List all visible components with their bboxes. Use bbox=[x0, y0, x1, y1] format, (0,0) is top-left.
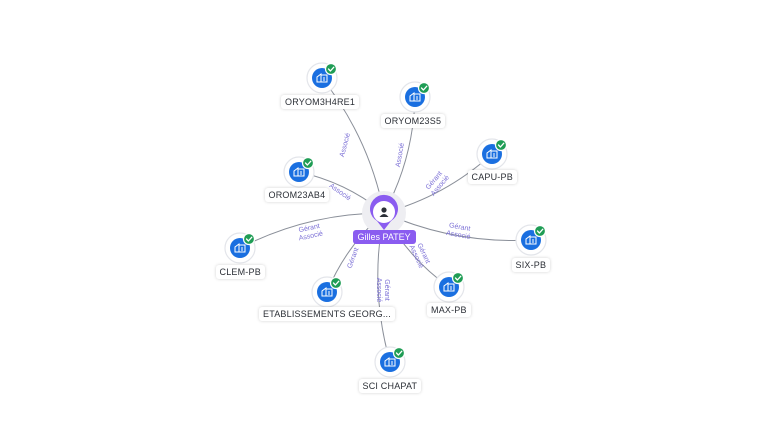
person-node[interactable] bbox=[362, 191, 406, 235]
edge-relation-text: Gérant bbox=[383, 279, 390, 300]
company-node-oryom23s5[interactable] bbox=[399, 81, 431, 113]
check-icon bbox=[301, 156, 315, 170]
building-icon bbox=[525, 235, 537, 245]
edge-label-oryom3h4re1: Associé bbox=[339, 132, 352, 158]
check-icon bbox=[392, 346, 406, 360]
node-label-capu-pb[interactable]: CAPU-PB bbox=[467, 170, 517, 184]
building-icon bbox=[321, 287, 333, 297]
node-label-orom23ab4[interactable]: OROM23AB4 bbox=[264, 188, 330, 202]
edge-relation-text: Gérant bbox=[347, 247, 361, 270]
check-icon bbox=[533, 224, 547, 238]
building-icon bbox=[293, 167, 305, 177]
company-node-capu-pb[interactable] bbox=[476, 138, 508, 170]
company-node-six-pb[interactable] bbox=[515, 224, 547, 256]
check-icon bbox=[417, 81, 431, 95]
company-node-orom23ab4[interactable] bbox=[283, 156, 315, 188]
edge-relation-text: Associé bbox=[446, 230, 471, 241]
company-node-max-pb[interactable] bbox=[433, 271, 465, 303]
check-icon bbox=[324, 62, 338, 76]
building-icon bbox=[443, 282, 455, 292]
company-node-sci-chapat[interactable] bbox=[374, 346, 406, 378]
edge-relation-text: Associé bbox=[395, 142, 406, 167]
check-icon bbox=[494, 138, 508, 152]
edge-relation-text: Gérant bbox=[448, 222, 470, 233]
node-label-etablissements[interactable]: ETABLISSEMENTS GEORG... bbox=[259, 307, 395, 321]
check-icon bbox=[242, 232, 256, 246]
edge-relation-text: Associé bbox=[375, 278, 382, 303]
node-label-max-pb[interactable]: MAX-PB bbox=[427, 303, 471, 317]
node-label-oryom3h4re1[interactable]: ORYOM3H4RE1 bbox=[281, 95, 360, 109]
building-icon bbox=[384, 357, 396, 367]
node-label-clem-pb[interactable]: CLEM-PB bbox=[215, 265, 265, 279]
edge-label-etablissements: Gérant bbox=[347, 247, 361, 270]
edge-relation-text: Associé bbox=[339, 132, 352, 158]
person-icon bbox=[379, 207, 389, 217]
company-node-oryom3h4re1[interactable] bbox=[306, 62, 338, 94]
node-label-six-pb[interactable]: SIX-PB bbox=[511, 258, 551, 272]
person-name-label[interactable]: Gilles PATEY bbox=[352, 230, 416, 244]
company-node-etablissements[interactable] bbox=[311, 276, 343, 308]
edge-relation-text: Associé bbox=[298, 230, 324, 242]
edge-label-oryom23s5: Associé bbox=[395, 142, 406, 167]
edge-relation-text: Gérant bbox=[298, 223, 320, 234]
building-icon bbox=[316, 73, 328, 83]
check-icon bbox=[329, 276, 343, 290]
company-node-clem-pb[interactable] bbox=[224, 232, 256, 264]
building-icon bbox=[486, 149, 498, 159]
node-label-oryom23s5[interactable]: ORYOM23S5 bbox=[380, 114, 446, 128]
building-icon bbox=[234, 243, 246, 253]
node-label-sci-chapat[interactable]: SCI CHAPAT bbox=[358, 379, 422, 393]
check-icon bbox=[451, 271, 465, 285]
building-icon bbox=[409, 92, 421, 102]
